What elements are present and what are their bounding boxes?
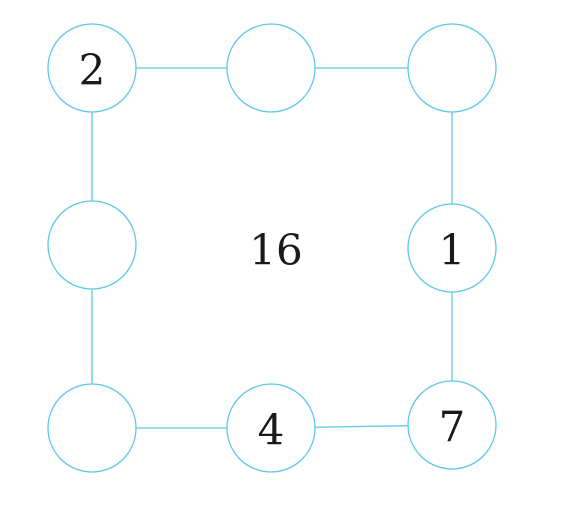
circle-middle-left [47, 200, 137, 290]
value-top-left: 2 [79, 46, 106, 95]
circle-top-middle [226, 23, 316, 113]
value-middle-right: 1 [439, 226, 466, 275]
value-bottom-middle: 4 [258, 406, 285, 455]
circle-top-right [407, 23, 497, 113]
value-bottom-right: 7 [439, 403, 466, 452]
circle-middle-right [407, 203, 497, 293]
circle-bottom-middle [226, 383, 316, 473]
circle-top-left [47, 23, 137, 113]
circle-bottom-left [47, 383, 137, 473]
circle-values: 2 1 4 7 [79, 46, 466, 455]
center-sum-value: 16 [249, 226, 302, 275]
circle-bottom-right [407, 380, 497, 470]
circle-nodes [47, 23, 497, 473]
